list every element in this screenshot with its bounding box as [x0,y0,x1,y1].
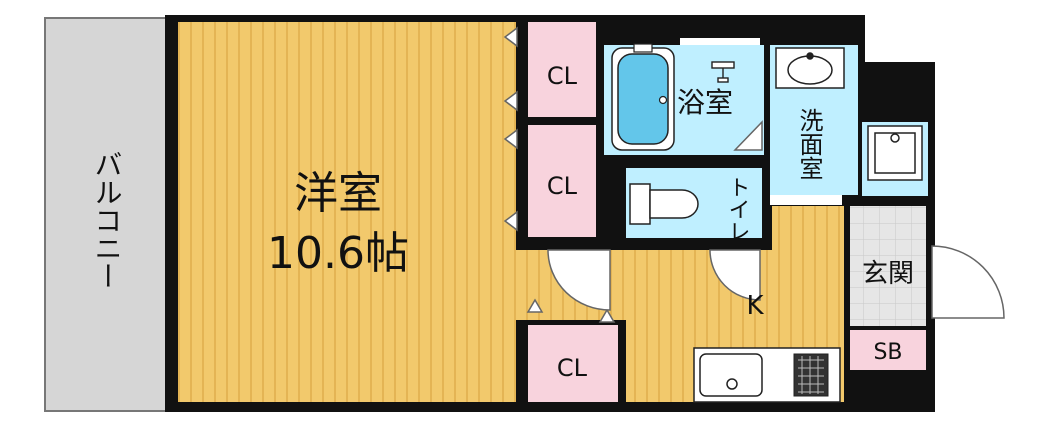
doors [547,120,1005,319]
closet-lower-area [528,325,618,402]
closet-lower-label: CL [557,354,588,382]
closet-middle-area [528,125,596,237]
balcony-label: バルコニー [91,150,124,290]
kitchen-counter [693,347,841,403]
wall-gap [680,38,760,45]
toilet-icon [629,183,699,225]
entrance-area [850,206,926,326]
entrance-lower-wall [850,372,928,412]
wall-gap [770,195,842,205]
western-room-size: 10.6帖 [267,228,409,279]
washroom-label: 洗面室 [795,108,823,180]
stove-icon [793,353,829,397]
western-room-name: 洋室 [294,168,382,219]
washing-machine-pan-icon [867,125,923,181]
wall-segment [608,155,616,165]
closet-middle-label: CL [547,172,578,200]
closet-door-marks [503,26,616,323]
closet-upper-area [528,22,596,117]
closet-upper-label: CL [547,62,578,90]
shoe-box-label: SB [873,340,902,365]
kitchen-floor-upper [772,206,844,254]
western-room-floor [178,22,516,402]
faucet-icon [711,61,735,83]
shoe-box-area [850,330,926,370]
washbasin-icon [775,47,845,89]
bathroom-label: 浴室 [677,86,733,119]
entrance-label: 玄関 [862,259,914,289]
sink-icon [699,353,763,397]
kitchen-label: K [746,291,764,321]
bathtub-icon [611,43,675,151]
toilet-label: トイレ [725,176,750,242]
